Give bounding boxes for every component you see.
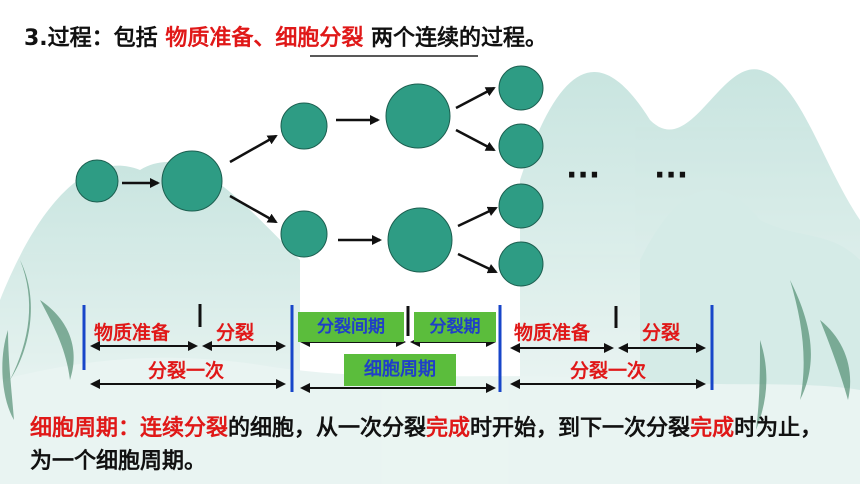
phase-separators [198,304,618,336]
def-term: 细胞周期：连续分裂 [30,416,229,441]
def-part-6: 时为止，为一个细胞周期。 [30,416,823,474]
label-interphase: 分裂间期 [298,312,404,342]
cell-3 [280,102,328,150]
cell-5 [385,83,451,149]
cell-9 [498,183,544,229]
ellipsis-right: ··· [654,158,689,193]
def-complete-2: 完成 [690,416,735,441]
cell-8 [498,123,544,169]
timeline-separators [82,305,714,392]
cell-4 [280,210,328,258]
cell-1 [75,159,119,203]
label-once-1: 分裂一次 [148,360,225,382]
bamboo-decoration [2,260,851,430]
def-part-2: 的细胞，从一次分裂 [228,416,427,441]
cell-group [75,65,544,287]
cell-2 [161,150,223,212]
def-part-4: 时开始，到下一次分裂 [470,416,691,441]
cell-10 [498,241,544,287]
definition-text: 细胞周期：连续分裂的细胞，从一次分裂完成时开始，到下一次分裂完成时为止，为一个细… [30,412,840,478]
label-mphase: 分裂期 [414,312,496,342]
title-highlight: 物质准备、细胞分裂 [165,26,364,51]
cell-7 [498,65,544,111]
label-prep-1: 物质准备 [94,322,171,344]
ellipsis-left: ··· [566,158,601,193]
label-once-2: 分裂一次 [570,360,647,382]
title-suffix: 两个连续的过程。 [363,26,548,51]
cell-arrows [122,86,498,274]
cell-6 [387,207,453,273]
label-division-2: 分裂 [642,322,681,344]
label-division-1: 分裂 [216,322,255,344]
page-title: 3.过程：包括 物质准备、细胞分裂 两个连续的过程。 [24,20,547,52]
def-complete-1: 完成 [426,416,471,441]
landscape-background [0,69,860,484]
label-prep-2: 物质准备 [514,322,591,344]
timeline-arrows [90,337,706,393]
title-prefix: 3.过程：包括 [24,26,166,51]
label-cell-cycle: 细胞周期 [344,354,456,386]
